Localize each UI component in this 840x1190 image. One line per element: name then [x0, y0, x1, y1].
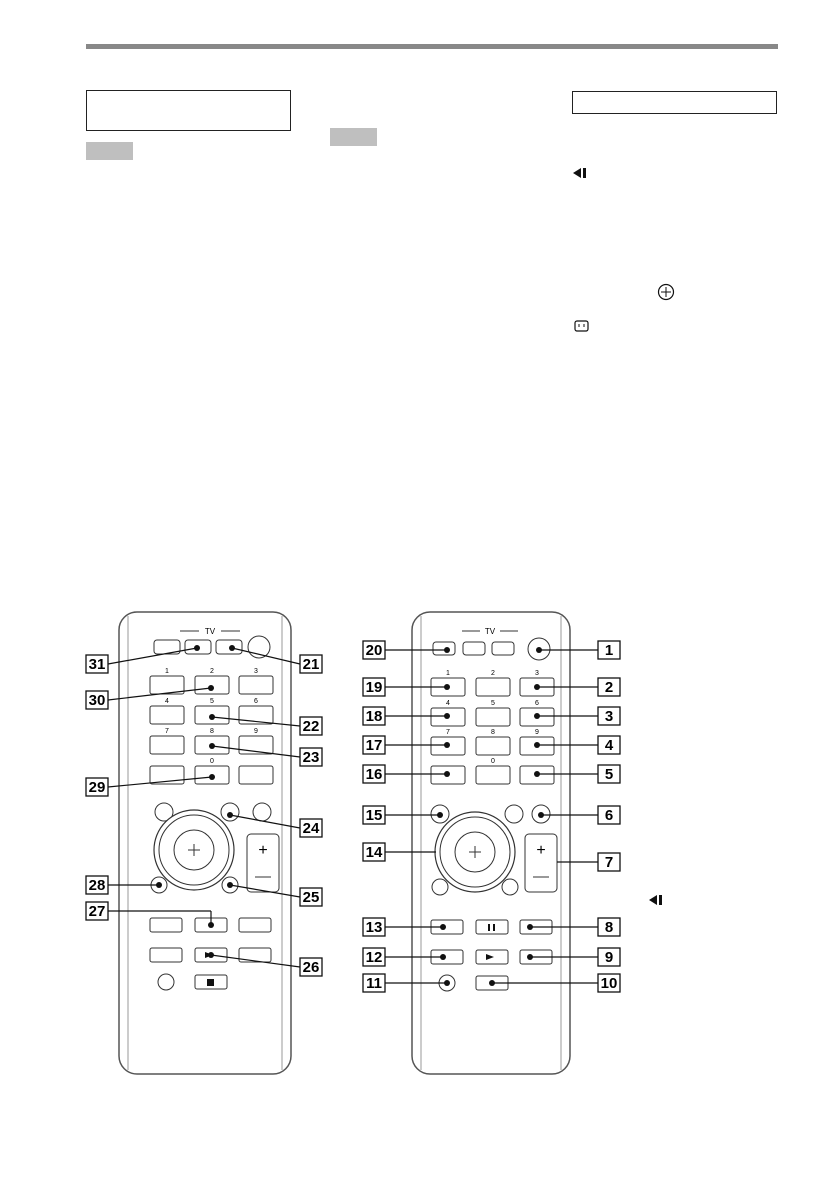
callout-31: 31 — [89, 656, 106, 673]
left-note-tag — [86, 142, 133, 160]
callout-2: 2 — [605, 679, 613, 696]
callout-10: 10 — [601, 975, 618, 992]
left-heading-box — [86, 90, 291, 131]
right-callouts: 20 19 18 17 16 15 14 13 12 11 1 2 3 4 5 … — [362, 640, 621, 993]
circled-plus-icon — [657, 283, 675, 306]
callout-7: 7 — [605, 854, 613, 871]
right-digit-8: 8 — [491, 729, 495, 736]
callout-20: 20 — [366, 642, 383, 659]
right-digit-0: 0 — [491, 758, 495, 765]
callout-3: 3 — [605, 708, 613, 725]
right-digit-4: 4 — [446, 700, 450, 707]
callout-30: 30 — [89, 692, 106, 709]
middle-note-tag — [330, 128, 377, 146]
callout-25: 25 — [303, 889, 320, 906]
left-callouts: 31 30 29 28 27 21 22 23 24 25 26 — [85, 645, 323, 977]
left-digit-5: 5 — [210, 698, 214, 705]
left-digit-0: 0 — [210, 758, 214, 765]
callout-8: 8 — [605, 919, 613, 936]
right-digit-5: 5 — [491, 700, 495, 707]
right-digit-1: 1 — [446, 670, 450, 677]
callout-24: 24 — [303, 820, 320, 837]
svg-text:+: + — [258, 842, 267, 859]
left-digit-3: 3 — [254, 668, 258, 675]
callout-27: 27 — [89, 903, 106, 920]
left-tv-label: TV — [205, 627, 216, 636]
left-digit-6: 6 — [254, 698, 258, 705]
callout-23: 23 — [303, 749, 320, 766]
callout-17: 17 — [366, 737, 383, 754]
callout-13: 13 — [366, 919, 383, 936]
left-digit-2: 2 — [210, 668, 214, 675]
svg-text:+: + — [536, 842, 545, 859]
subtitle-icon — [574, 320, 590, 339]
left-digit-1: 1 — [165, 668, 169, 675]
callout-14: 14 — [366, 844, 383, 861]
header-rule — [86, 44, 778, 49]
left-digit-9: 9 — [254, 728, 258, 735]
right-digit-2: 2 — [491, 670, 495, 677]
right-heading-box — [572, 91, 777, 114]
slow-reverse-icon — [649, 895, 662, 905]
right-digit-9: 9 — [535, 729, 539, 736]
callout-18: 18 — [366, 708, 383, 725]
callout-4: 4 — [605, 737, 614, 754]
callout-28: 28 — [89, 877, 106, 894]
callout-26: 26 — [303, 959, 320, 976]
callout-1: 1 — [605, 642, 613, 659]
right-digit-7: 7 — [446, 729, 450, 736]
left-digit-8: 8 — [210, 728, 214, 735]
right-digit-6: 6 — [535, 700, 539, 707]
callout-12: 12 — [366, 949, 383, 966]
right-remote: TV 1 2 3 4 5 6 7 8 9 0 + — [411, 611, 571, 1075]
callout-16: 16 — [366, 766, 383, 783]
left-remote: TV 1 2 3 4 5 6 7 8 9 0 + — [118, 611, 292, 1075]
callout-29: 29 — [89, 779, 106, 796]
callout-21: 21 — [303, 656, 320, 673]
left-digit-7: 7 — [165, 728, 169, 735]
left-digit-4: 4 — [165, 698, 169, 705]
callout-22: 22 — [303, 718, 320, 735]
callout-15: 15 — [366, 807, 383, 824]
right-digit-3: 3 — [535, 670, 539, 677]
callout-19: 19 — [366, 679, 383, 696]
callout-9: 9 — [605, 949, 613, 966]
callout-11: 11 — [366, 975, 382, 992]
right-tv-label: TV — [485, 627, 496, 636]
slow-reverse-icon — [572, 167, 588, 182]
callout-6: 6 — [605, 807, 613, 824]
callout-5: 5 — [605, 766, 613, 783]
